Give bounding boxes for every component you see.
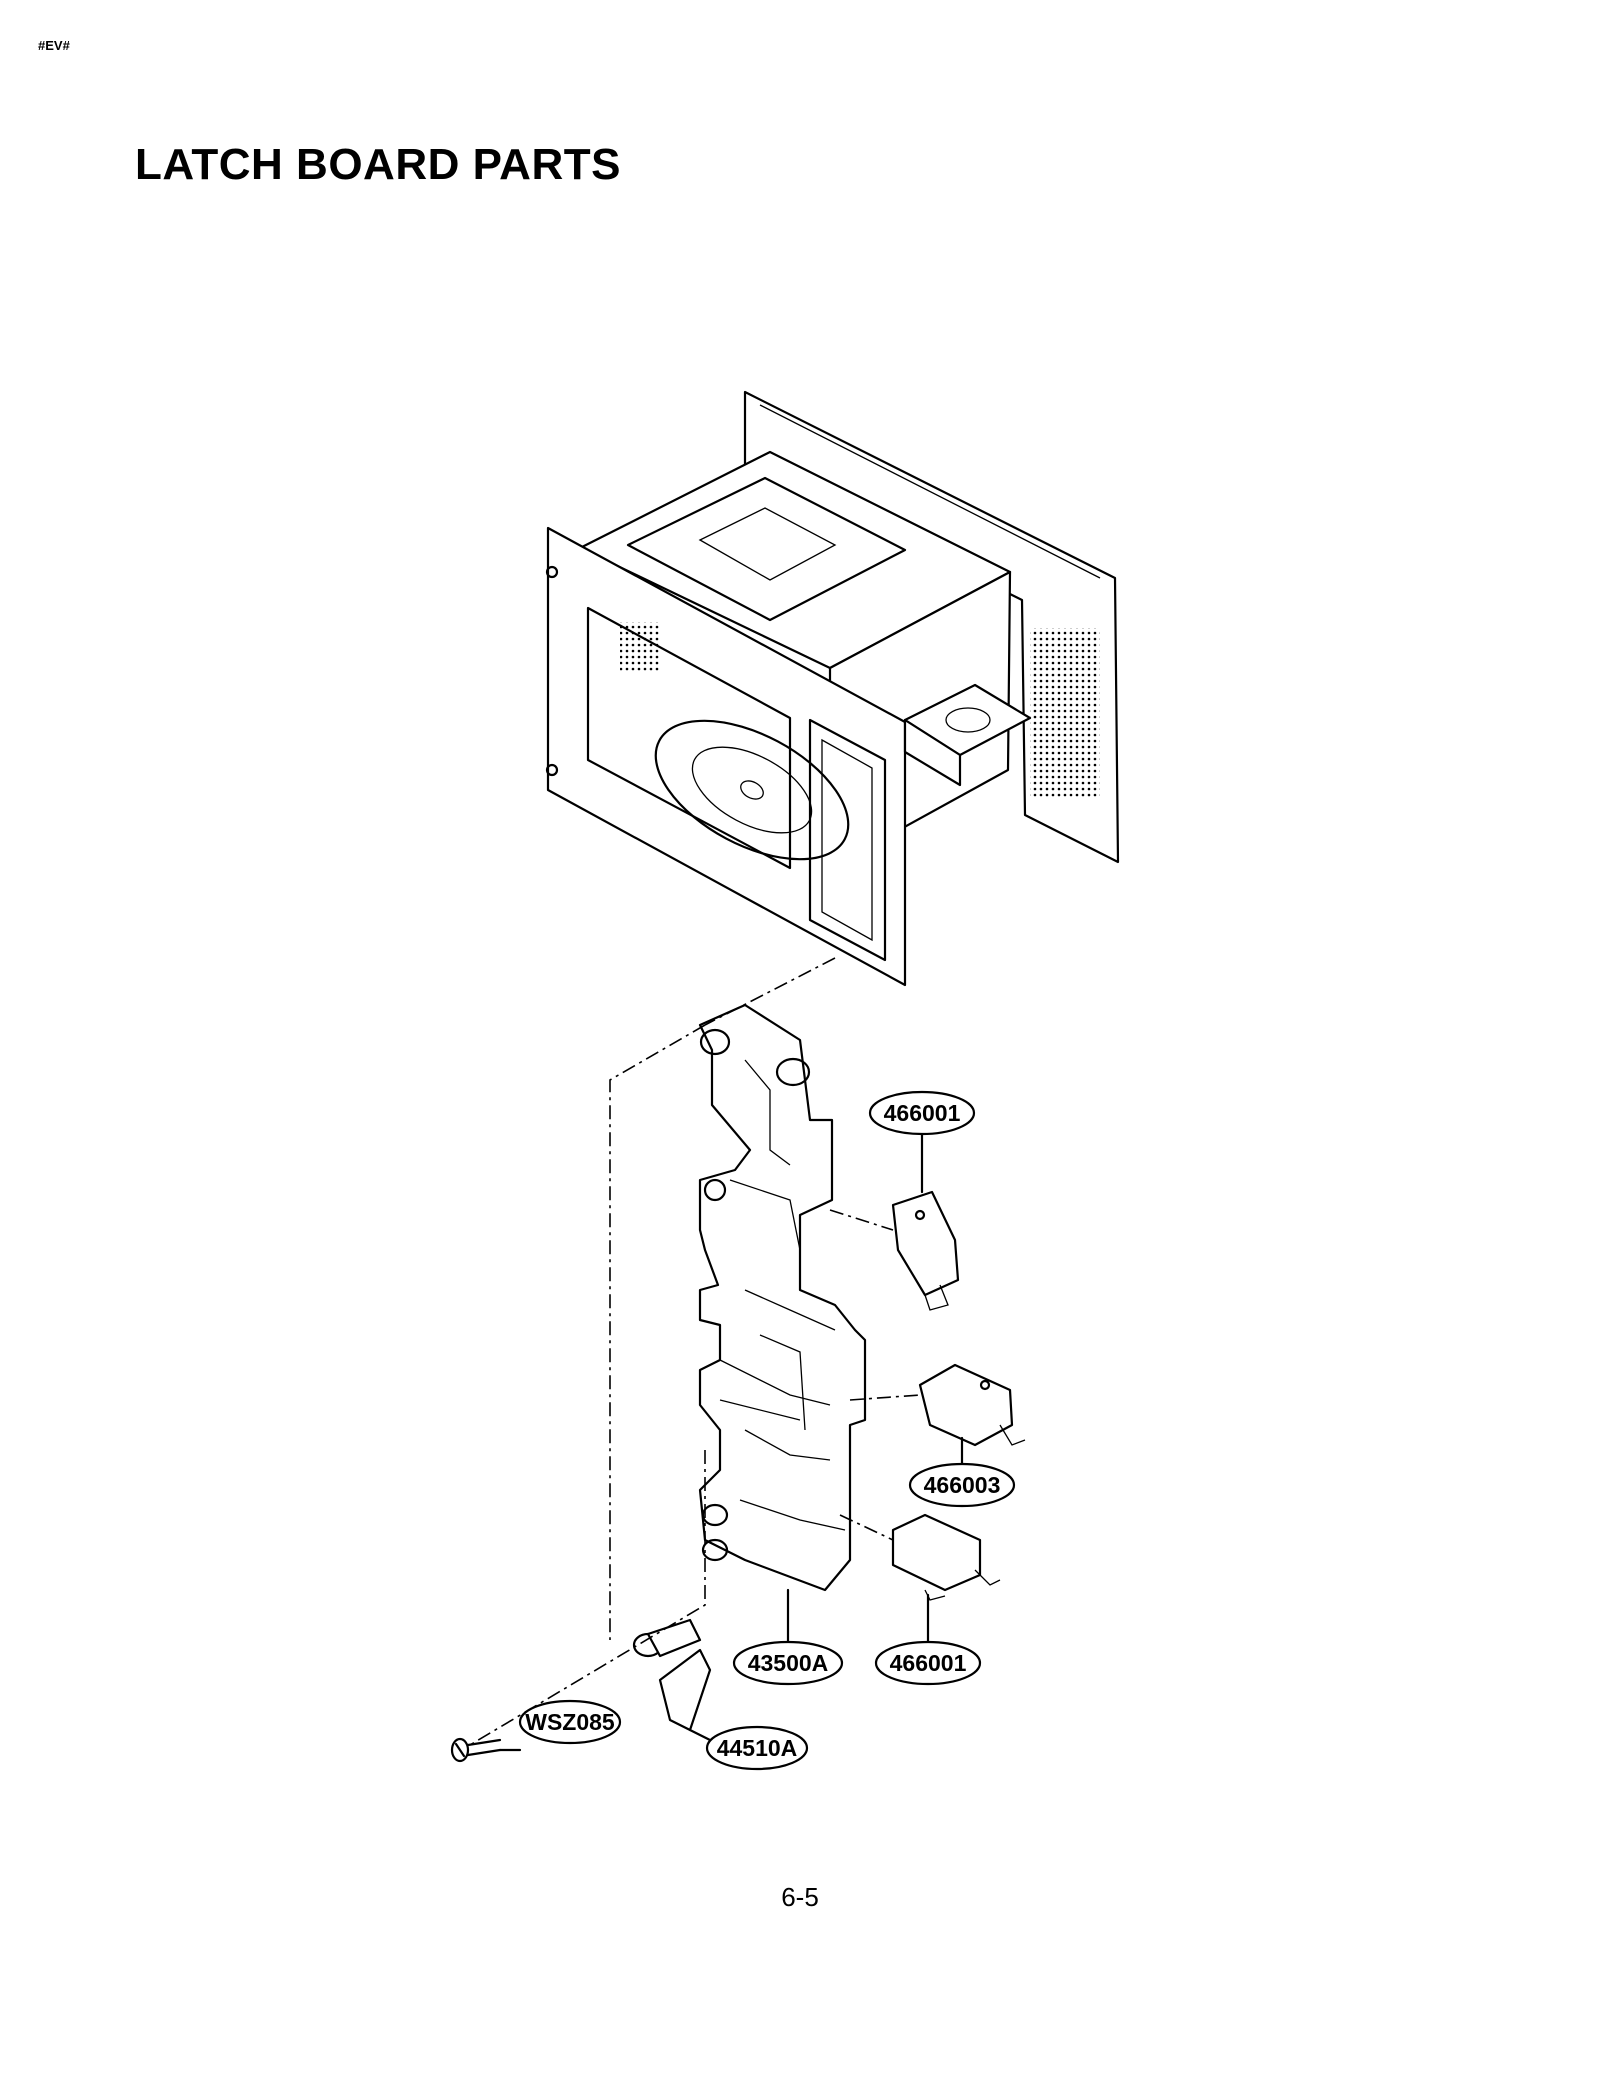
- callout-WSZ085: WSZ085: [518, 1699, 622, 1745]
- svg-text:466003: 466003: [924, 1472, 1001, 1498]
- page-number: 6-5: [781, 1882, 819, 1912]
- oven-cavity-assembly: [545, 390, 1120, 987]
- micro-switch-top: [891, 1190, 960, 1311]
- callout-43500A: 43500A: [732, 1640, 844, 1686]
- screw: [450, 1737, 502, 1763]
- micro-switch-middle: [918, 1363, 1026, 1447]
- callout-466001-bottom: 466001: [874, 1640, 982, 1686]
- svg-text:43500A: 43500A: [748, 1650, 829, 1676]
- callout-466001: 466001: [868, 1090, 976, 1136]
- page-title: LATCH BOARD PARTS: [135, 140, 621, 189]
- assembly-guide-lines: [469, 957, 921, 1746]
- latch-board: [698, 1003, 867, 1592]
- svg-text:466001: 466001: [884, 1100, 961, 1126]
- callout-44510A: 44510A: [705, 1725, 809, 1771]
- micro-switch-bottom: [891, 1513, 1001, 1601]
- document-code: #EV#: [38, 38, 70, 53]
- callout-466003: 466003: [908, 1462, 1016, 1508]
- svg-text:466001: 466001: [890, 1650, 967, 1676]
- svg-text:WSZ085: WSZ085: [525, 1709, 615, 1735]
- svg-text:44510A: 44510A: [717, 1735, 798, 1761]
- latch-lever: [632, 1618, 712, 1732]
